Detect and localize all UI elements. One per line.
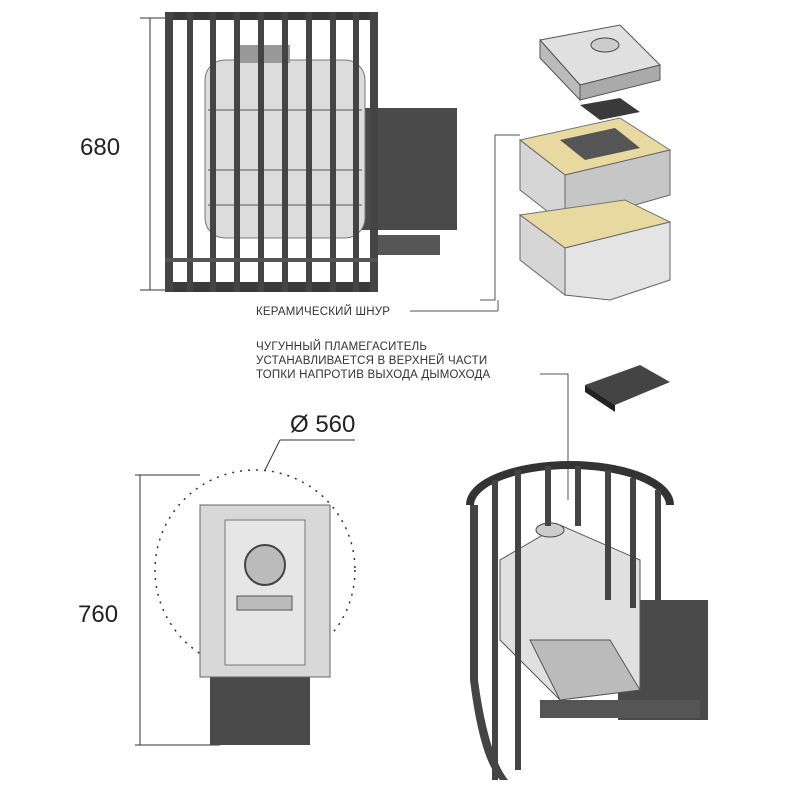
cage-bars-iso — [470, 466, 661, 780]
cage-bars — [165, 12, 378, 292]
dimension-760: 760 — [78, 601, 118, 628]
flame-arrester — [585, 365, 670, 412]
assembled-view — [466, 461, 708, 780]
cord-leader-line — [480, 134, 520, 301]
gasket — [580, 98, 640, 120]
flame-arrester-note-1: ЧУГУННЫЙ ПЛАМЕГАСИТЕЛЬ — [256, 340, 427, 353]
logo-plate — [236, 595, 293, 611]
top-view: 760 Ø 560 — [78, 411, 356, 746]
flame-arrester-note-3: ТОПКИ НАПРОТИВ ВЫХОДА ДЫМОХОДА — [256, 369, 491, 381]
dimension-680: 680 — [80, 134, 120, 161]
arrester-leader-line — [540, 373, 569, 500]
cage-circle — [154, 469, 356, 671]
firebox-tunnel-top — [210, 670, 310, 745]
side-view: 680 — [80, 12, 457, 292]
dimension-diameter: Ø 560 — [290, 411, 355, 438]
flame-arrester-note-2: УСТАНАВЛИВАЕТСЯ В ВЕРХНЕЙ ЧАСТИ — [256, 354, 487, 367]
exploded-view — [480, 24, 672, 301]
ceramic-cord-label: КЕРАМИЧЕСКИЙ ШНУР — [256, 305, 390, 318]
